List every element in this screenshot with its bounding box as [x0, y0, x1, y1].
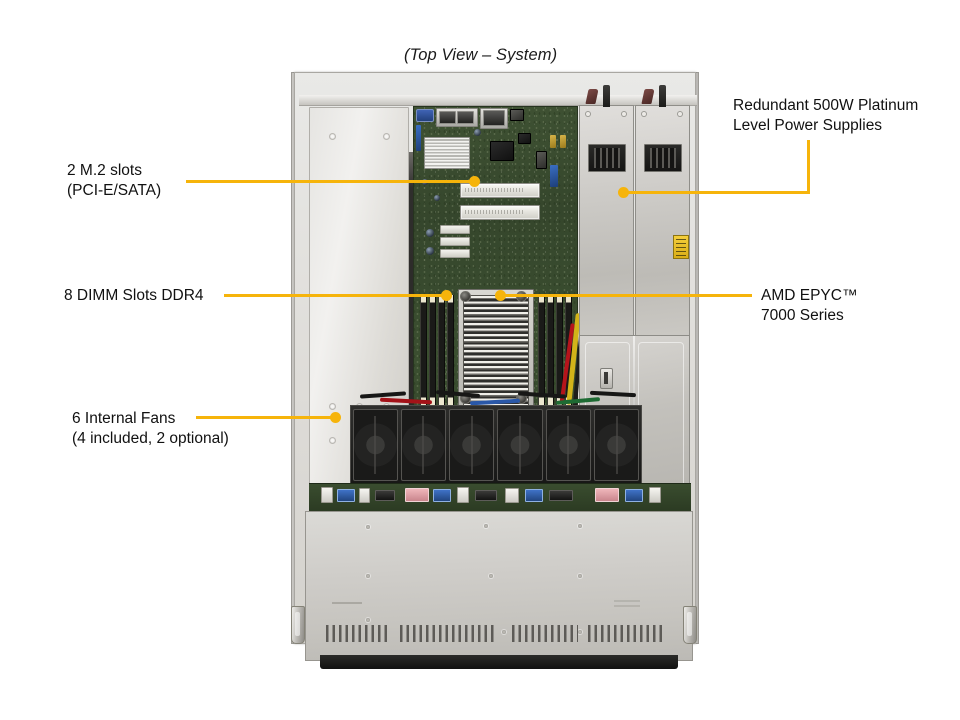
- front-cover-panel: [305, 511, 693, 669]
- leader-line-fans: [196, 416, 336, 419]
- vent-slots-2: [400, 625, 494, 642]
- rack-ear-left: [291, 606, 305, 644]
- server-chassis: [294, 72, 697, 669]
- psu-handle-2: [659, 85, 666, 107]
- leader-line-m2-slots: [186, 180, 474, 183]
- leader-dot-m2-slots: [469, 176, 480, 187]
- heatsink-screw: [460, 291, 471, 302]
- capacitor: [426, 247, 434, 255]
- front-panel-header: [440, 249, 470, 258]
- psu-vent-grille: [644, 144, 682, 172]
- io-chip: [510, 109, 524, 121]
- leader-dot-psu: [618, 187, 629, 198]
- server-top-view-photo: [291, 50, 699, 669]
- lan-port-2: [457, 111, 474, 124]
- leader-line-psu-horizontal: [625, 191, 810, 194]
- vga-port: [416, 109, 434, 122]
- leader-line-psu-vertical: [807, 140, 810, 194]
- diagram-caption: (Top View – System): [404, 46, 558, 64]
- m2-slot-1: [460, 183, 540, 198]
- callout-cpu-label: AMD EPYC™ 7000 Series: [761, 286, 857, 326]
- cpu-heatsink: [458, 289, 534, 413]
- capacitor: [434, 195, 440, 201]
- leader-dot-fans: [330, 412, 341, 423]
- vent-slots-3: [512, 625, 578, 642]
- chipset-heatsink: [424, 137, 470, 169]
- fan-module-5: [545, 409, 592, 481]
- management-port: [483, 110, 505, 126]
- fan-header: [550, 165, 558, 187]
- heatsink-fins: [463, 295, 529, 407]
- capacitor: [474, 129, 481, 136]
- edge-header: [416, 125, 421, 151]
- power-supply-module-1: [579, 105, 634, 339]
- callout-fans-label: 6 Internal Fans (4 included, 2 optional): [72, 410, 229, 447]
- vent-slots-1: [326, 625, 388, 642]
- front-panel-header: [440, 225, 470, 234]
- fan-module-3: [449, 409, 495, 481]
- psu-latch-upper: [600, 368, 613, 389]
- psu-vent-grille: [588, 144, 626, 172]
- fan-module-2: [400, 409, 447, 481]
- power-supply-module-2: [635, 105, 690, 339]
- soc-chip-a: [518, 133, 531, 144]
- fan-module-4: [497, 409, 543, 481]
- warning-label: [673, 235, 689, 259]
- fan-module-1: [352, 409, 398, 481]
- callout-m2-slots-label: 2 M.2 slots (PCI-E/SATA): [67, 162, 162, 199]
- drive-bay-shadow: [320, 655, 678, 669]
- soc-chip-b: [536, 151, 547, 169]
- chassis-rear-lip: [299, 95, 697, 106]
- leader-dot-cpu: [495, 290, 506, 301]
- cpu-label-line-1: AMD EPYC™: [761, 287, 858, 304]
- vent-slots-4: [588, 625, 666, 642]
- callout-dimm-slots-label: 8 DIMM Slots DDR4: [64, 287, 204, 304]
- lan-port-1: [439, 111, 456, 124]
- psu-handle-1: [603, 85, 610, 107]
- sata-connector: [550, 135, 556, 148]
- sata-connector: [560, 135, 566, 148]
- leader-line-dimm-slots: [224, 294, 451, 297]
- front-panel-header: [440, 237, 470, 246]
- callout-psu-label: Redundant 500W Platinum Level Power Supp…: [733, 97, 919, 134]
- psu-release-lever-1: [585, 89, 599, 104]
- leader-line-cpu: [498, 294, 752, 297]
- capacitor: [426, 229, 434, 237]
- backplane-connector-strip: [309, 483, 691, 512]
- bmc-chip: [490, 141, 514, 161]
- rack-ear-right: [683, 606, 697, 644]
- fan-module-6: [594, 409, 640, 481]
- m2-slot-2: [460, 205, 540, 220]
- cpu-label-line-2: 7000 Series: [761, 307, 844, 324]
- leader-dot-dimm-left: [441, 290, 452, 301]
- dimm-bank-left: [420, 295, 454, 405]
- internal-fan-bank: [350, 405, 642, 485]
- psu-release-lever-2: [641, 89, 655, 104]
